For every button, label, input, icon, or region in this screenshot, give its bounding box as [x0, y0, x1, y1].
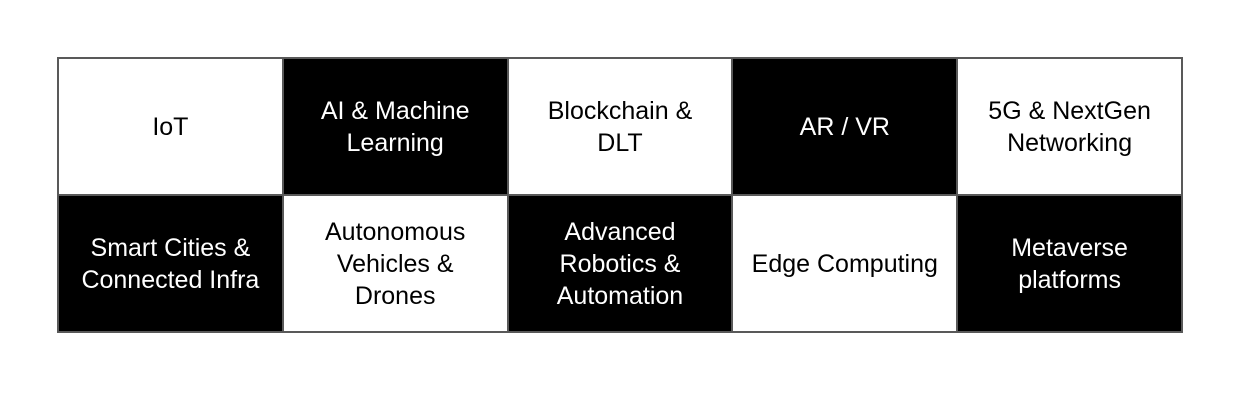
cell-ai-machine-learning: AI & Machine Learning	[281, 57, 509, 196]
cell-metaverse-platforms: Metaverse platforms	[956, 194, 1183, 333]
cell-smart-cities-connected-infra: Smart Cities & Connected Infra	[57, 194, 284, 333]
table-row-1: IoT AI & Machine Learning Blockchain & D…	[57, 57, 1183, 196]
cell-iot: IoT	[57, 57, 284, 196]
tech-categories-table: IoT AI & Machine Learning Blockchain & D…	[57, 57, 1183, 333]
cell-autonomous-vehicles-drones: Autonomous Vehicles & Drones	[281, 194, 509, 333]
cell-5g-nextgen-networking: 5G & NextGen Networking	[956, 57, 1183, 196]
tech-categories-grid: IoT AI & Machine Learning Blockchain & D…	[57, 57, 1183, 333]
cell-ar-vr: AR / VR	[731, 57, 959, 196]
cell-edge-computing: Edge Computing	[731, 194, 959, 333]
table-row-2: Smart Cities & Connected Infra Autonomou…	[57, 194, 1183, 333]
cell-blockchain-dlt: Blockchain & DLT	[506, 57, 734, 196]
cell-advanced-robotics-automation: Advanced Robotics & Automation	[506, 194, 734, 333]
